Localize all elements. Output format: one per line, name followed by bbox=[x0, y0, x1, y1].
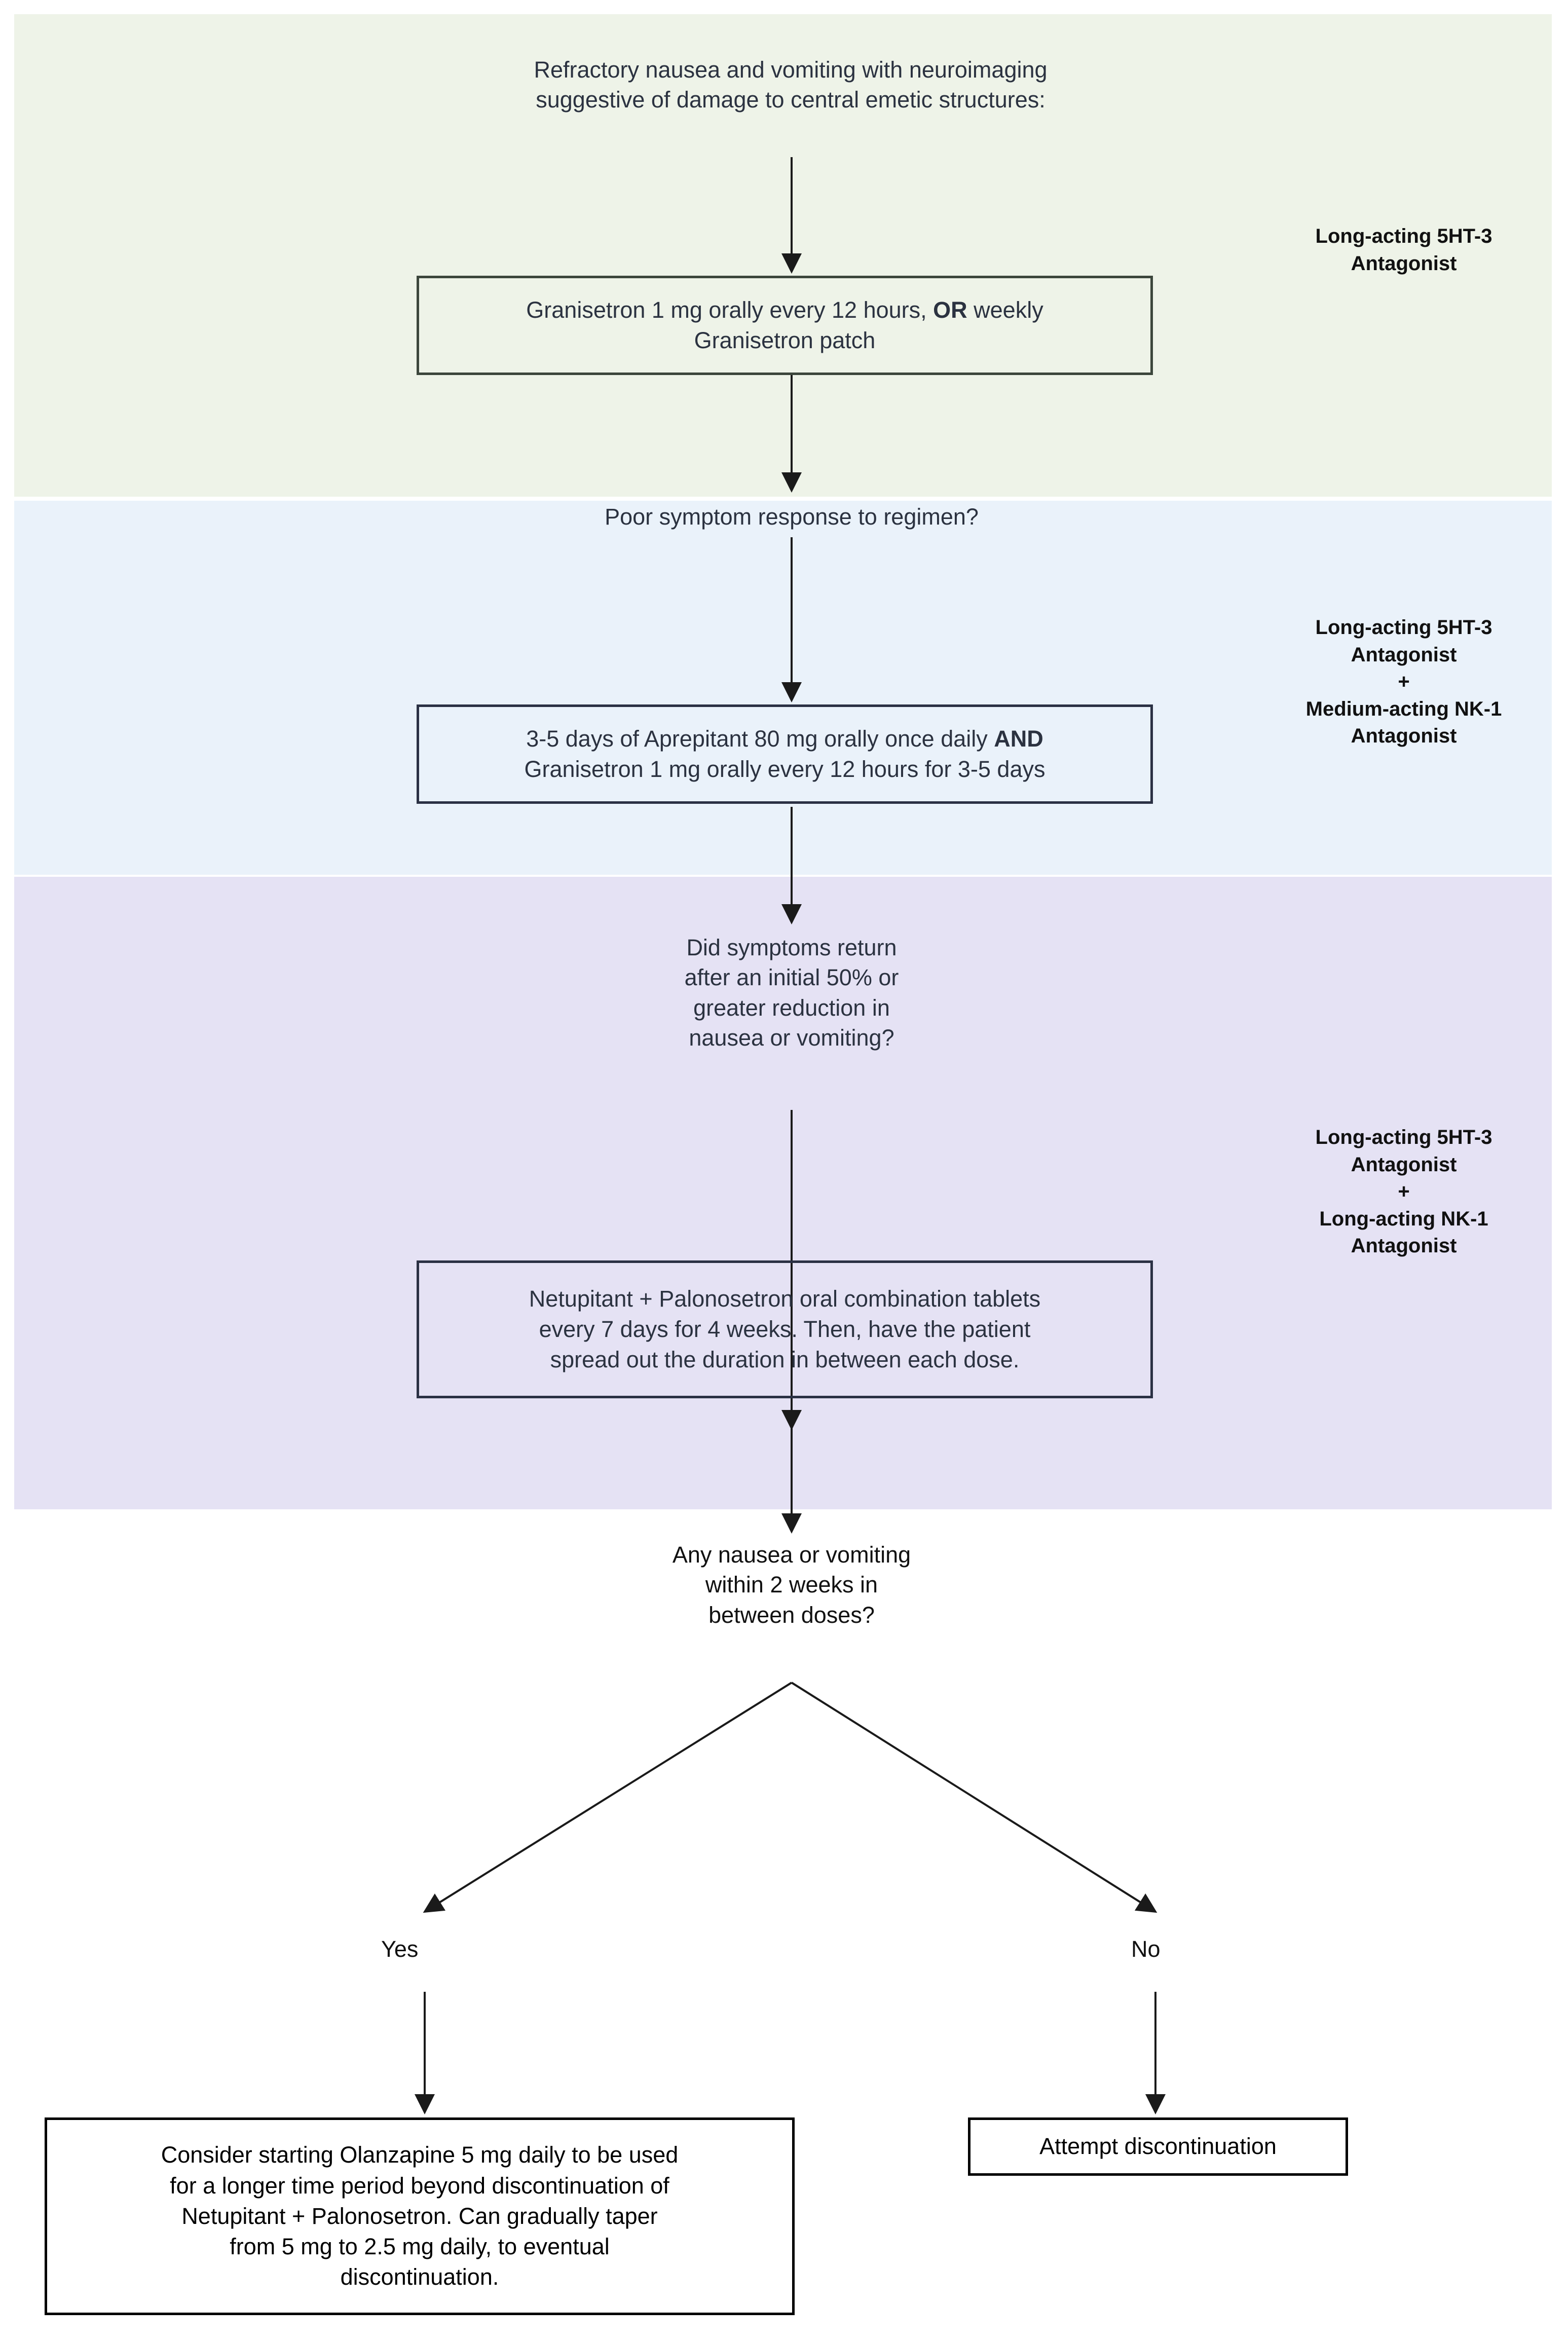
decision-3-line2: within 2 weeks in bbox=[705, 1572, 878, 1598]
step-2-box[interactable]: 3-5 days of Aprepitant 80 mg orally once… bbox=[417, 704, 1153, 804]
connector-decision3-to-yes bbox=[423, 1682, 793, 1913]
decision-2-line2: after an initial 50% or bbox=[684, 964, 899, 991]
class-label-tier2-line2: Antagonist bbox=[1351, 643, 1457, 666]
tier-band-purple bbox=[14, 877, 1552, 1509]
start-prompt-line1: Refractory nausea and vomiting with neur… bbox=[534, 57, 1048, 83]
class-label-tier2-line4: Medium-acting NK-1 bbox=[1305, 697, 1502, 720]
decision-2-line3: greater reduction in bbox=[693, 994, 890, 1021]
step-2-line2: Granisetron 1 mg orally every 12 hours f… bbox=[524, 756, 1046, 782]
start-prompt-node: Refractory nausea and vomiting with neur… bbox=[334, 55, 1247, 115]
step-3-line1: Netupitant + Palonosetron oral combinati… bbox=[529, 1285, 1041, 1312]
step-1-line2: Granisetron patch bbox=[694, 327, 876, 353]
start-prompt-line2: suggestive of damage to central emetic s… bbox=[536, 87, 1046, 113]
step-2-line1: 3-5 days of Aprepitant 80 mg orally once… bbox=[525, 724, 1046, 754]
step-3-box[interactable]: Netupitant + Palonosetron oral combinati… bbox=[417, 1260, 1153, 1398]
outcome-no-line1: Attempt discontinuation bbox=[1039, 2133, 1277, 2160]
class-label-tier3: Long-acting 5HT-3 Antagonist + Long-acti… bbox=[1262, 1124, 1546, 1260]
class-label-tier2: Long-acting 5HT-3 Antagonist + Medium-ac… bbox=[1262, 614, 1546, 750]
step-2-line1-a: 3-5 days of Aprepitant 80 mg orally once… bbox=[526, 725, 994, 752]
class-label-tier3-line5: Antagonist bbox=[1351, 1235, 1457, 1257]
decision-2-node: Did symptoms return after an initial 50%… bbox=[538, 933, 1045, 1053]
outcome-yes-box[interactable]: Consider starting Olanzapine 5 mg daily … bbox=[45, 2117, 795, 2315]
step-2-line1-bold: AND bbox=[994, 725, 1043, 752]
decision-3-line1: Any nausea or vomiting bbox=[672, 1542, 911, 1568]
step-1-line1-b: weekly bbox=[967, 296, 1043, 323]
class-label-tier2-line1: Long-acting 5HT-3 bbox=[1315, 616, 1492, 639]
decision-1-line1: Poor symptom response to regimen? bbox=[605, 504, 979, 530]
decision-3-node: Any nausea or vomiting within 2 weeks in… bbox=[538, 1540, 1045, 1630]
class-label-tier2-line5: Antagonist bbox=[1351, 725, 1457, 748]
outcome-yes-line5: discontinuation. bbox=[340, 2264, 499, 2290]
class-label-tier2-line3: + bbox=[1398, 671, 1410, 693]
step-1-box[interactable]: Granisetron 1 mg orally every 12 hours, … bbox=[417, 276, 1153, 375]
connector-decision3-to-no bbox=[791, 1682, 1158, 1913]
class-label-tier3-line4: Long-acting NK-1 bbox=[1319, 1207, 1488, 1230]
class-label-tier1-line2: Antagonist bbox=[1351, 252, 1457, 275]
class-label-tier1: Long-acting 5HT-3 Antagonist bbox=[1262, 223, 1546, 277]
branch-label-yes: Yes bbox=[381, 1936, 419, 1962]
branch-label-no: No bbox=[1131, 1936, 1161, 1962]
outcome-yes-line1: Consider starting Olanzapine 5 mg daily … bbox=[161, 2142, 679, 2168]
step-1-line1-bold: OR bbox=[933, 296, 967, 323]
class-label-tier3-line3: + bbox=[1398, 1180, 1410, 1203]
outcome-yes-line4: from 5 mg to 2.5 mg daily, to eventual bbox=[230, 2234, 610, 2260]
step-3-line3: spread out the duration in between each … bbox=[550, 1347, 1020, 1373]
decision-2-line4: nausea or vomiting? bbox=[689, 1025, 894, 1051]
step-1-line1-a: Granisetron 1 mg orally every 12 hours, bbox=[526, 296, 934, 323]
outcome-yes-line3: Netupitant + Palonosetron. Can gradually… bbox=[181, 2203, 658, 2229]
decision-1-node: Poor symptom response to regimen? bbox=[386, 502, 1197, 532]
class-label-tier3-line2: Antagonist bbox=[1351, 1153, 1457, 1176]
step-3-line2: every 7 days for 4 weeks. Then, have the… bbox=[539, 1316, 1031, 1342]
outcome-yes-line2: for a longer time period beyond disconti… bbox=[170, 2172, 669, 2199]
step-1-line1: Granisetron 1 mg orally every 12 hours, … bbox=[526, 295, 1043, 325]
decision-2-line1: Did symptoms return bbox=[686, 935, 897, 960]
decision-3-line3: between doses? bbox=[708, 1602, 875, 1628]
class-label-tier3-line1: Long-acting 5HT-3 bbox=[1315, 1126, 1492, 1148]
class-label-tier1-line1: Long-acting 5HT-3 bbox=[1315, 225, 1492, 247]
outcome-no-box[interactable]: Attempt discontinuation bbox=[968, 2117, 1348, 2176]
